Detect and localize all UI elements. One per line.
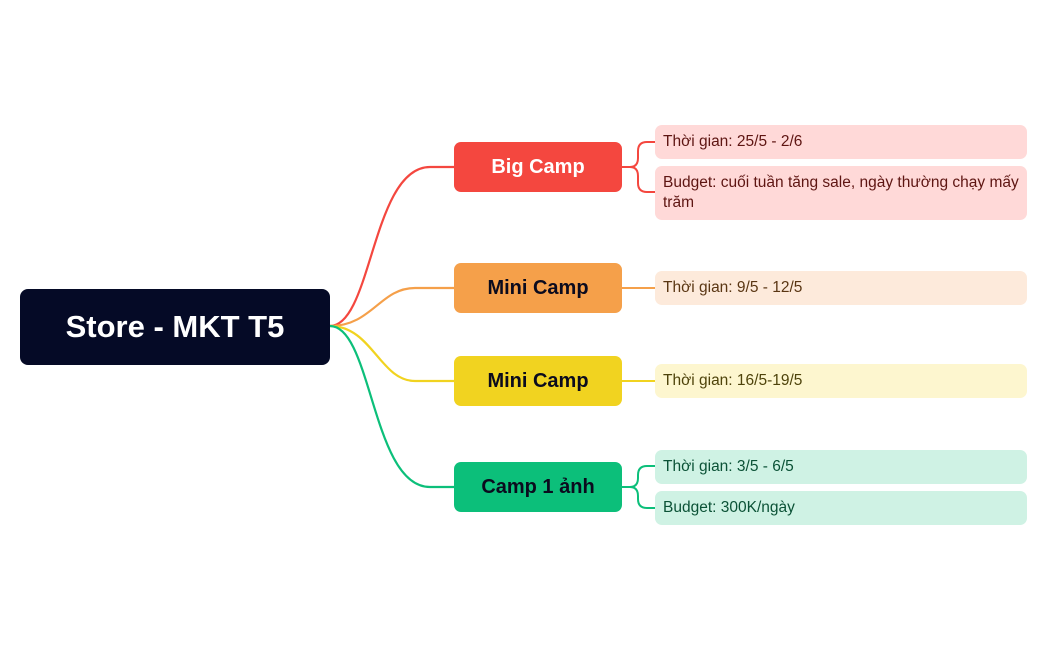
leaf-camp-1-anh-time[interactable]: Thời gian: 3/5 - 6/5 [655, 450, 1027, 484]
connector-root-mini-camp-2 [329, 324, 454, 383]
branch-mini-camp-2[interactable]: Mini Camp [454, 356, 622, 406]
branch-label: Mini Camp [487, 369, 589, 392]
connector-big-camp-leaf-1 [622, 141, 655, 168]
leaf-text: Thời gian: 16/5-19/5 [663, 372, 803, 389]
leaf-mini-camp-1-time[interactable]: Thời gian: 9/5 - 12/5 [655, 271, 1027, 305]
connector-big-camp-leaf-2 [622, 166, 655, 193]
connector-root-camp-1-anh [329, 324, 454, 489]
branch-label: Camp 1 ảnh [481, 475, 595, 498]
leaf-camp-1-anh-budget[interactable]: Budget: 300K/ngày [655, 491, 1027, 525]
connector-camp-1-anh-leaf-1 [622, 465, 655, 488]
leaf-text: Budget: cuối tuần tăng sale, ngày thường… [663, 174, 1019, 211]
leaf-text: Thời gian: 25/5 - 2/6 [663, 133, 803, 150]
root-topic-label: Store - MKT T5 [65, 309, 285, 344]
leaf-text: Thời gian: 3/5 - 6/5 [663, 458, 794, 475]
leaf-big-camp-budget[interactable]: Budget: cuối tuần tăng sale, ngày thường… [655, 166, 1027, 220]
branch-big-camp[interactable]: Big Camp [454, 142, 622, 192]
branch-label: Big Camp [491, 155, 585, 178]
leaf-text: Thời gian: 9/5 - 12/5 [663, 279, 803, 296]
leaf-text: Budget: 300K/ngày [663, 499, 795, 516]
connector-camp-1-anh-leaf-2 [622, 486, 655, 509]
leaf-big-camp-time[interactable]: Thời gian: 25/5 - 2/6 [655, 125, 1027, 159]
connector-root-big-camp [329, 165, 454, 328]
leaf-mini-camp-2-time[interactable]: Thời gian: 16/5-19/5 [655, 364, 1027, 398]
branch-label: Mini Camp [487, 276, 589, 299]
root-topic[interactable]: Store - MKT T5 [20, 289, 330, 365]
branch-camp-1-anh[interactable]: Camp 1 ảnh [454, 462, 622, 512]
connector-root-mini-camp-1 [329, 286, 454, 328]
branch-mini-camp-1[interactable]: Mini Camp [454, 263, 622, 313]
